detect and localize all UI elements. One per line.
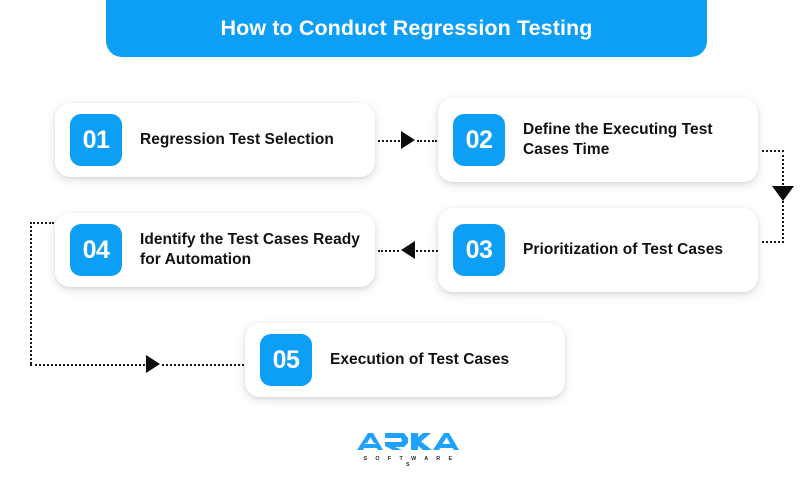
- logo-subtitle: S O F T W A R E S: [363, 456, 456, 468]
- connector-dotted-segment: [782, 150, 784, 193]
- connector-dotted-segment: [416, 250, 438, 252]
- connector-dotted-segment: [378, 140, 400, 142]
- step-number-badge-01: 01: [70, 114, 122, 166]
- step-number-badge-02: 02: [453, 114, 505, 166]
- logo-wordmark-icon: [357, 433, 459, 450]
- step-label-03: Prioritization of Test Cases: [523, 240, 724, 258]
- step-label-02: Define the Executing Test Cases Time: [523, 120, 713, 158]
- connector-dotted-segment: [762, 241, 784, 243]
- connector-dotted-segment: [162, 364, 244, 366]
- connector-dotted-segment: [762, 150, 784, 152]
- step-card-01[interactable]: 01 Regression Test Selection: [55, 103, 375, 177]
- step-label-01: Regression Test Selection: [140, 130, 334, 148]
- connector-dotted-segment: [378, 250, 399, 252]
- arka-softwares-logo: S O F T W A R E S: [356, 432, 460, 468]
- step-number-badge-05: 05: [260, 334, 312, 386]
- arrow-right-icon: [401, 131, 415, 149]
- arrow-left-icon: [401, 241, 415, 259]
- step-card-04[interactable]: 04 Identify the Test Cases Ready for Aut…: [55, 213, 375, 287]
- page-title: How to Conduct Regression Testing: [220, 15, 593, 40]
- connector-dotted-segment: [30, 222, 54, 224]
- connector-dotted-segment: [30, 364, 145, 366]
- arrow-down-icon: [772, 186, 794, 201]
- connector-dotted-segment: [782, 201, 784, 243]
- connector-dotted-segment: [30, 222, 32, 364]
- step-number-badge-03: 03: [453, 224, 505, 276]
- step-card-02[interactable]: 02 Define the Executing Test Cases Time: [438, 98, 758, 182]
- connector-dotted-segment: [417, 140, 437, 142]
- step-number-badge-04: 04: [70, 224, 122, 276]
- step-card-05[interactable]: 05 Execution of Test Cases: [245, 323, 565, 397]
- arrow-right-icon: [146, 355, 160, 373]
- step-label-04: Identify the Test Cases Ready for Automa…: [140, 230, 360, 268]
- header-banner: How to Conduct Regression Testing: [106, 0, 707, 57]
- step-card-03[interactable]: 03 Prioritization of Test Cases: [438, 208, 758, 292]
- step-label-05: Execution of Test Cases: [330, 350, 510, 368]
